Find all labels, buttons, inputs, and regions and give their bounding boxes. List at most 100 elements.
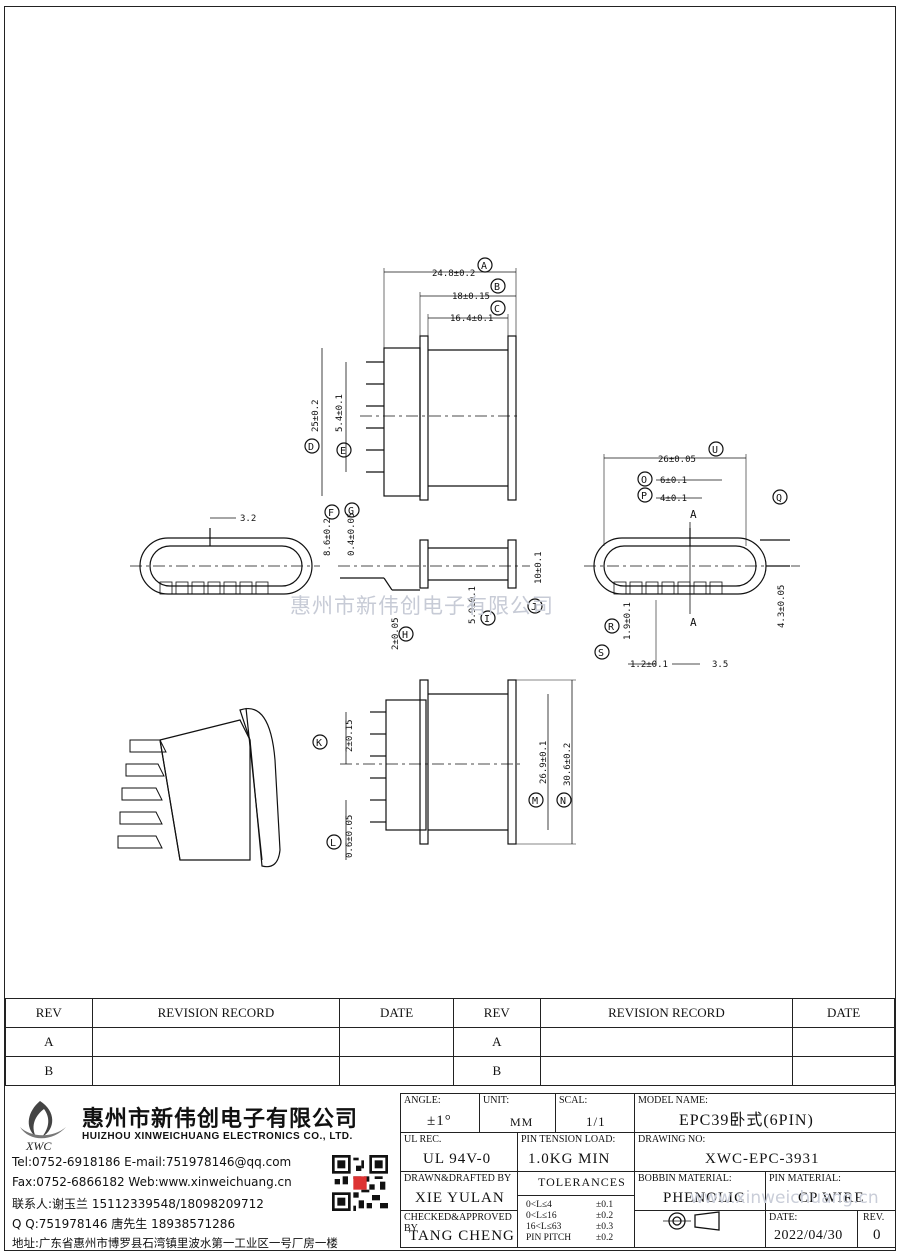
date-cell <box>792 1027 895 1057</box>
dim-i: 2±0.05 <box>391 617 401 650</box>
qr-code <box>332 1155 388 1211</box>
dim-s: 2±0.15 <box>345 719 355 752</box>
scale-cell: SCAL: 1/1 <box>555 1093 635 1133</box>
dim-r: 4.3±0.05 <box>777 585 787 628</box>
dim-p: 1.2±0.1 <box>630 660 668 670</box>
model-cell: MODEL NAME: EPC39卧式(6PIN) <box>634 1093 896 1133</box>
drawn-cell: DRAWN&DRAFTED BY XIE YULAN <box>400 1171 518 1211</box>
unit-cell: UNIT: MM <box>479 1093 556 1133</box>
dim-e: 5.4±0.1 <box>335 394 345 432</box>
tolerances-label: TOLERANCES <box>538 1175 626 1189</box>
contact: 联系人:谢玉兰 15112339548/18098209712 <box>12 1197 264 1211</box>
callout-a: A <box>481 261 487 272</box>
tolerance-range-1: 0<L≤4 <box>526 1200 552 1210</box>
callout-p: P <box>641 491 647 502</box>
rev-header-2: REV <box>453 998 541 1028</box>
dim-h: 0.4±0.05 <box>347 513 357 556</box>
pin-tension-label: PIN TENSION LOAD: <box>521 1134 616 1145</box>
callout-m: M <box>532 796 538 807</box>
ul-value: UL 94V-0 <box>423 1151 492 1167</box>
fax-web: Fax:0752-6866182 Web:www.xinweichuang.cn <box>12 1175 292 1189</box>
angle-value: ±1° <box>427 1113 452 1129</box>
tel-email: Tel:0752-6918186 E-mail:751978146@qq.com <box>12 1155 292 1169</box>
drawing-no-label: DRAWING NO: <box>638 1134 706 1145</box>
dim-d: 25±0.2 <box>311 399 321 432</box>
model-label: MODEL NAME: <box>638 1095 708 1106</box>
dim-j: 5.9±0.1 <box>468 586 478 624</box>
callout-k: K <box>316 738 322 749</box>
address: 地址:广东省惠州市博罗县石湾镇里波水第一工业区一号厂房一楼 <box>12 1236 338 1250</box>
ul-label: UL REC. <box>404 1134 442 1145</box>
tolerances-cell: TOLERANCES 0<L≤4 ±0.1 0<L≤16 ±0.2 16<L≤6… <box>517 1171 635 1248</box>
callout-b: B <box>494 282 500 293</box>
revision-row: B B <box>5 1056 895 1086</box>
date-header-2: DATE <box>792 998 895 1028</box>
qq-contact: Q Q:751978146 唐先生 18938571286 <box>12 1217 236 1231</box>
tolerance-range-4: PIN PITCH <box>526 1233 572 1243</box>
section-a-bottom: A <box>690 616 697 629</box>
rev-cell: B <box>5 1056 93 1086</box>
tolerance-value-4: ±0.2 <box>596 1233 614 1243</box>
dim-o: 1.9±0.1 <box>623 602 633 640</box>
drawing-no-cell: DRAWING NO: XWC-EPC-3931 <box>634 1132 896 1172</box>
watermark: 惠州市新伟创电子有限公司 <box>290 594 554 618</box>
drawing-sheet <box>4 6 896 1251</box>
revision-table: REV REVISION RECORD DATE REV REVISION RE… <box>5 998 895 1086</box>
scale-value: 1/1 <box>586 1114 606 1129</box>
checked-cell: CHECKED&APPROVED BY TANG CHENG <box>400 1210 518 1248</box>
rev-cell-block: REV. 0 <box>857 1210 896 1248</box>
pin-tension-cell: PIN TENSION LOAD: 1.0KG MIN <box>517 1132 635 1172</box>
unit-value: MM <box>510 1115 534 1129</box>
dim-m: 6±0.1 <box>660 476 687 486</box>
date-cell: DATE: 2022/04/30 <box>765 1210 858 1248</box>
pin-tension-value: 1.0KG MIN <box>528 1151 611 1167</box>
angle-label: ANGLE: <box>404 1095 441 1106</box>
bottom-watermark: www.xinweichuang.cn <box>690 1188 879 1208</box>
pin-material-value: CP WIRE <box>798 1190 865 1206</box>
revision-record-header: REVISION RECORD <box>91 998 341 1028</box>
angle-cell: ANGLE: ±1° <box>400 1093 480 1133</box>
dim-l: 26±0.05 <box>658 455 696 465</box>
callout-j: J <box>531 602 537 613</box>
callout-d: D <box>308 442 314 453</box>
drawn-value: XIE YULAN <box>415 1190 505 1206</box>
revision-record-header-2: REVISION RECORD <box>539 998 794 1028</box>
dim-g: 8.6±0.2 <box>323 518 333 556</box>
tolerance-value-2: ±0.2 <box>596 1211 614 1221</box>
callout-l: L <box>330 838 336 849</box>
revision-row: A A <box>5 1027 895 1057</box>
rev-header: REV <box>5 998 93 1028</box>
company-name-en: HUIZHOU XINWEICHUANG ELECTRONICS CO., LT… <box>82 1131 353 1142</box>
checked-value: TANG CHENG <box>409 1228 515 1244</box>
callout-i: I <box>484 614 490 625</box>
scale-label: SCAL: <box>559 1095 588 1106</box>
section-a-top: A <box>690 508 697 521</box>
technical-drawing: 24.8±0.2 18±0.15 16.4±0.1 25±0.2 5.4±0.1… <box>117 257 800 868</box>
rev-cell: A <box>453 1027 541 1057</box>
dim-f: 3.2 <box>240 514 256 524</box>
rev-cell: A <box>5 1027 93 1057</box>
tolerance-value-1: ±0.1 <box>596 1200 614 1210</box>
unit-label: UNIT: <box>483 1095 510 1106</box>
date-cell <box>792 1056 895 1086</box>
date-label: DATE: <box>769 1212 798 1223</box>
third-angle-projection-icon <box>663 1211 720 1231</box>
callout-o: O <box>641 475 647 486</box>
dim-n: 4±0.1 <box>660 494 687 504</box>
date-value: 2022/04/30 <box>774 1228 843 1243</box>
checked-label: CHECKED&APPROVED BY <box>404 1212 512 1234</box>
callout-s: S <box>598 648 604 659</box>
revision-record-cell <box>539 1056 794 1086</box>
rev-value: 0 <box>873 1227 882 1243</box>
rev-cell: B <box>453 1056 541 1086</box>
drawn-label: DRAWN&DRAFTED BY <box>404 1173 512 1184</box>
revision-header-row: REV REVISION RECORD DATE REV REVISION RE… <box>5 998 895 1028</box>
callout-h: H <box>402 630 408 641</box>
bobbin-material-label: BOBBIN MATERIAL: <box>638 1173 732 1184</box>
company-logo: XWC <box>20 1101 66 1153</box>
dim-k: 10±0.1 <box>534 551 544 584</box>
revision-record-cell <box>539 1027 794 1057</box>
projection-symbol-cell <box>634 1210 766 1248</box>
tolerance-range-3: 16<L≤63 <box>526 1222 562 1232</box>
callout-u: U <box>712 445 718 456</box>
